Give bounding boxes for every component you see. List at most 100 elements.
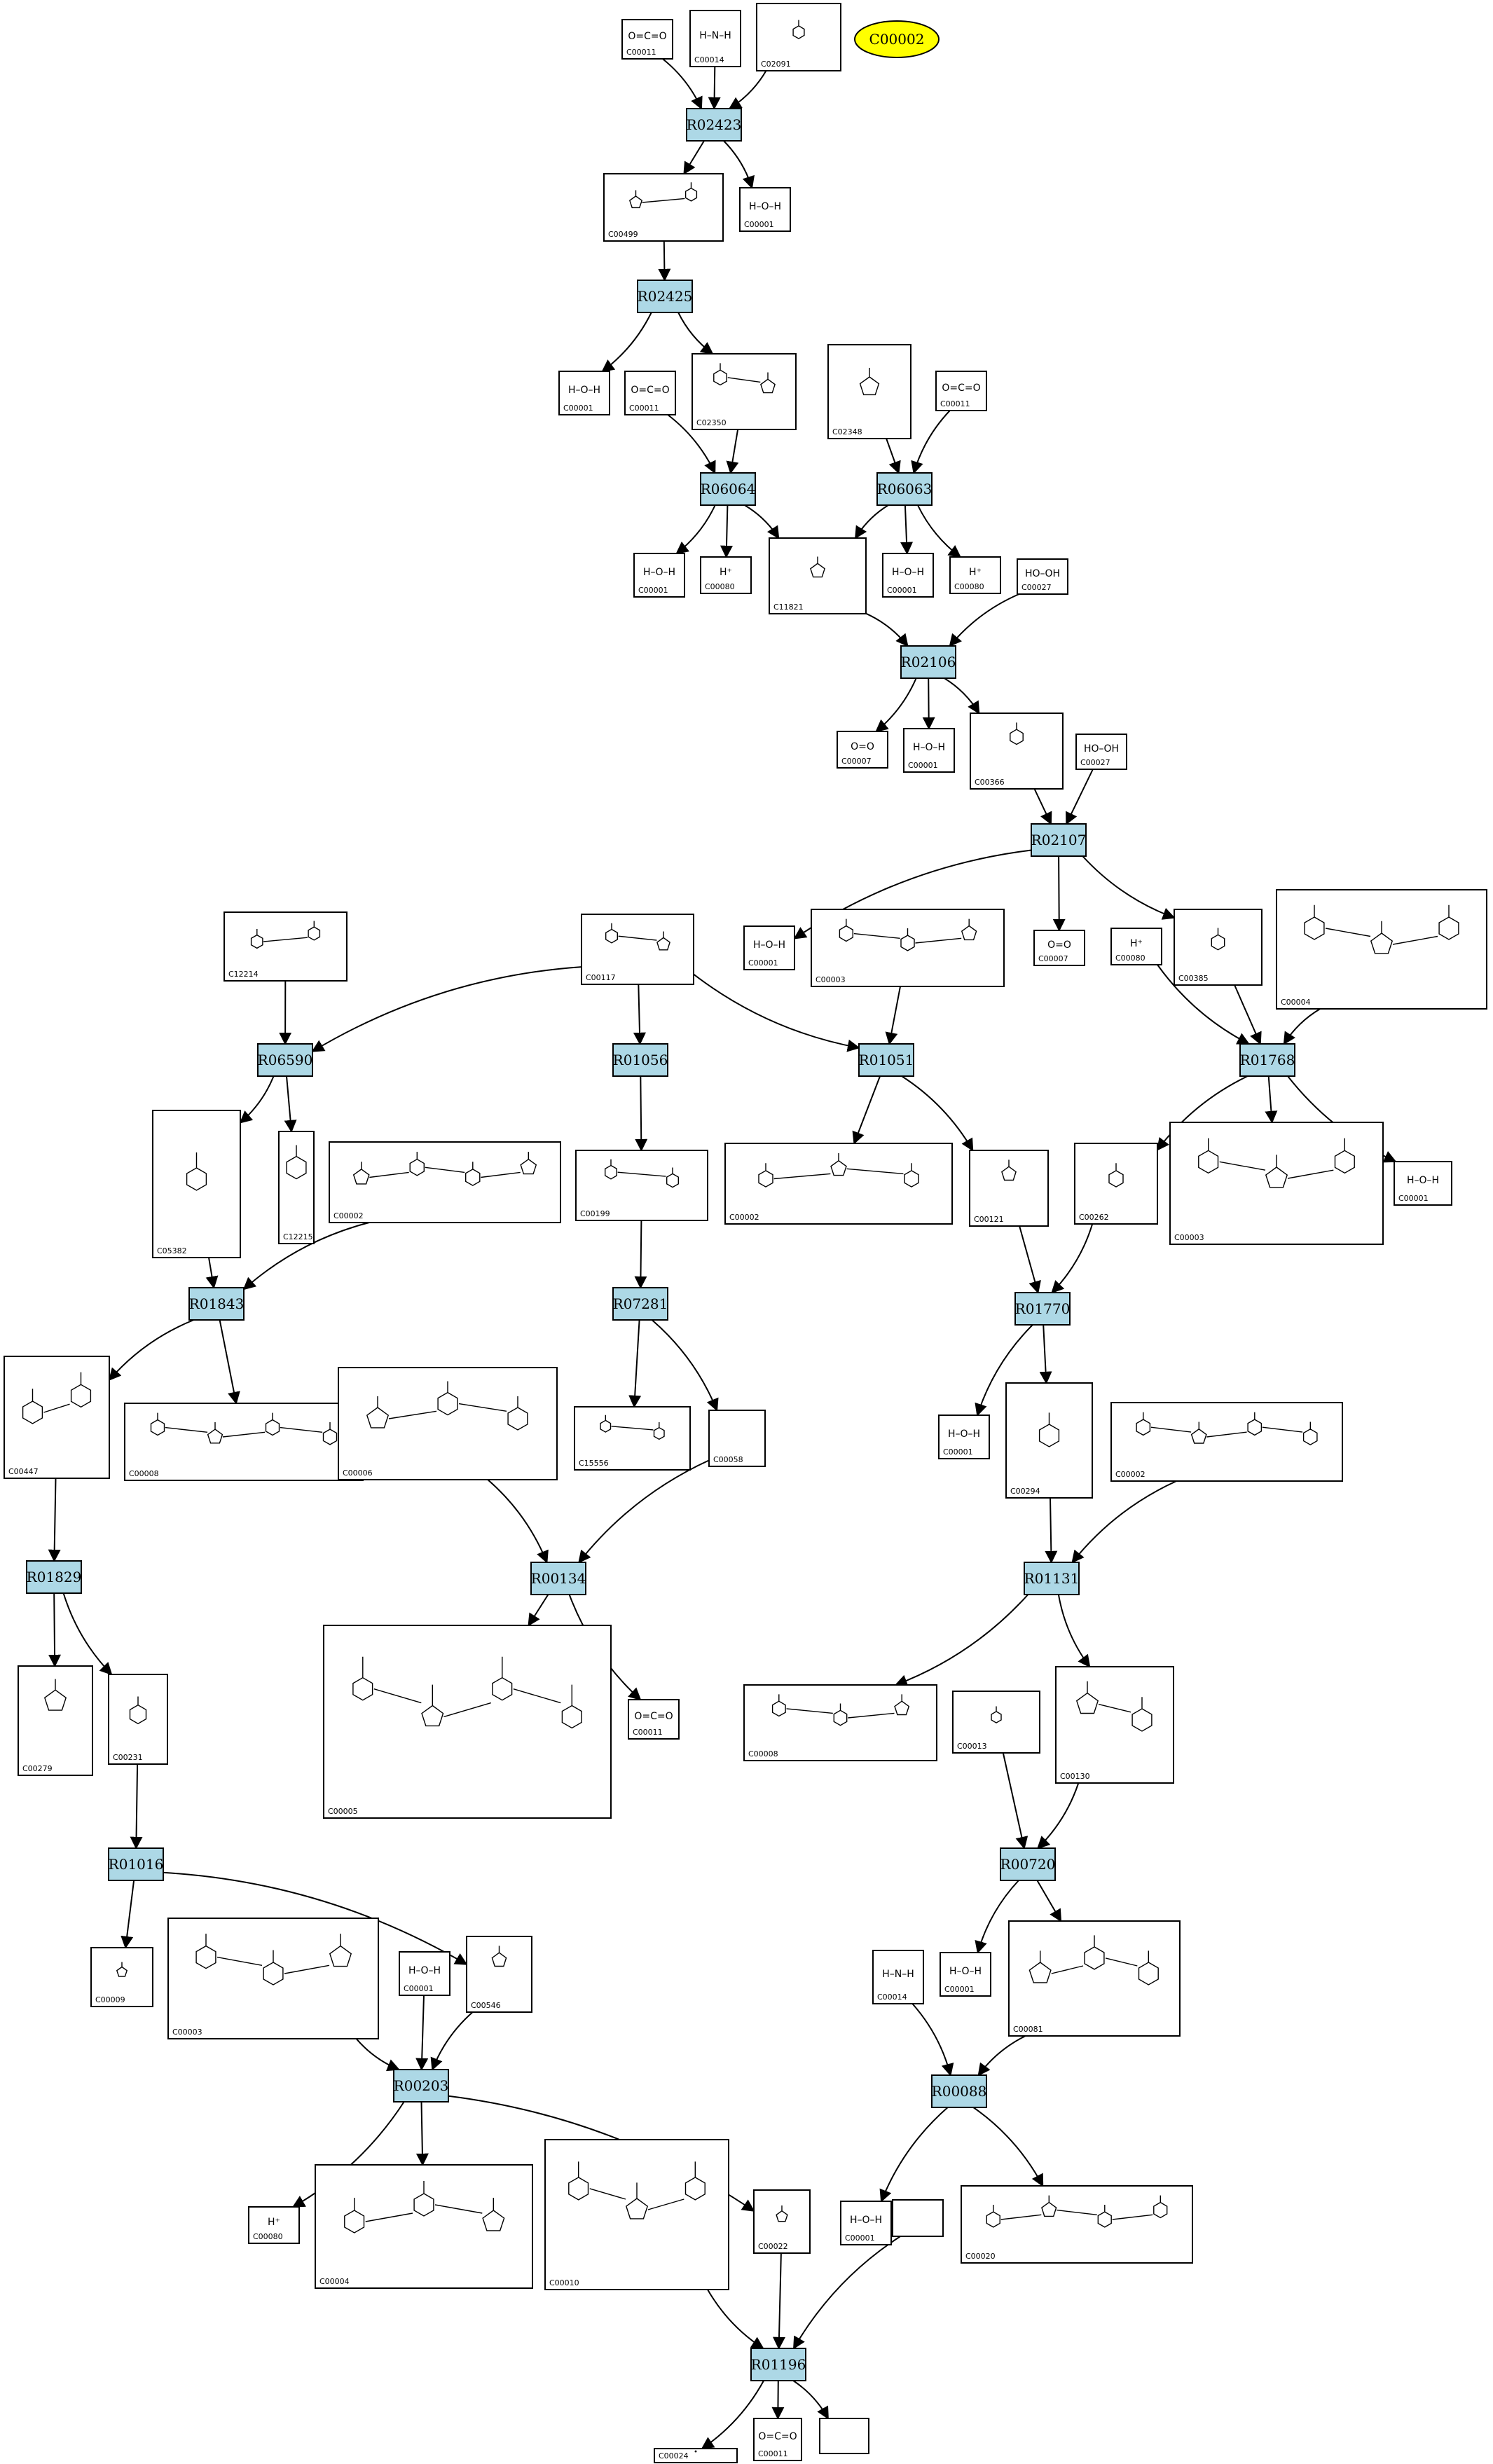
compound-C00058[interactable]: C00058 xyxy=(708,1410,766,1467)
compound-C00366[interactable]: C00366 xyxy=(970,713,1064,790)
reaction-R01016[interactable]: R01016 xyxy=(108,1847,164,1881)
compound-C02348[interactable]: C02348 xyxy=(827,344,911,439)
reaction-R02425[interactable]: R02425 xyxy=(637,280,693,313)
reaction-R00134[interactable]: R00134 xyxy=(530,1562,586,1595)
compound-C00003[interactable]: C00003 xyxy=(811,909,1005,987)
reaction-R01770[interactable]: R01770 xyxy=(1014,1292,1071,1326)
compound-C12215[interactable]: C12215 xyxy=(278,1131,315,1244)
compound-C00024[interactable]: C00024 xyxy=(654,2448,738,2463)
compound-C00013[interactable]: C00013 xyxy=(952,1691,1040,1754)
compound-C00008[interactable]: C00008 xyxy=(124,1403,364,1481)
compound-C00117[interactable]: C00117 xyxy=(581,914,694,985)
compound-C00006[interactable]: C00006 xyxy=(338,1367,558,1480)
edge-r02425-to-n_h2o_b xyxy=(601,312,652,373)
compound-C00004[interactable]: C00004 xyxy=(1276,889,1487,1010)
compound-C00009[interactable]: C00009 xyxy=(90,1947,153,2007)
compound-C00262[interactable]: C00262 xyxy=(1074,1143,1158,1225)
compound-C00020[interactable]: C00020 xyxy=(961,2185,1193,2264)
compound-C00080[interactable]: H⁺C00080 xyxy=(248,2206,300,2244)
compound-C02091[interactable]: C02091 xyxy=(756,3,841,71)
compound-id-label: C15556 xyxy=(579,1459,609,1468)
compound-C00002[interactable]: C00002 xyxy=(1110,1402,1343,1482)
compound-C00008[interactable]: C00008 xyxy=(743,1684,937,1761)
compound-formula: H–O–H xyxy=(753,940,785,951)
compound-C00022[interactable]: C00022 xyxy=(753,2189,811,2254)
compound-C00081[interactable]: C00081 xyxy=(1008,1920,1181,2037)
edge-n_co2_a-to-r02423 xyxy=(662,58,703,110)
reaction-R01829[interactable]: R01829 xyxy=(26,1560,82,1594)
compound-C00130[interactable]: C00130 xyxy=(1055,1666,1174,1784)
reaction-R02107[interactable]: R02107 xyxy=(1031,823,1087,857)
compound-C00010[interactable]: C00010 xyxy=(544,2139,729,2290)
compound-C12214[interactable]: C12214 xyxy=(223,911,348,982)
compound-id-label: C00366 xyxy=(975,778,1005,787)
query-compound-ellipse[interactable]: C00002 xyxy=(854,20,940,58)
compound-C00080[interactable]: H⁺C00080 xyxy=(700,556,752,594)
compound-C15556[interactable]: C15556 xyxy=(574,1406,691,1471)
compound-C00005[interactable]: C00005 xyxy=(323,1625,612,1819)
compound-blank[interactable] xyxy=(819,2418,869,2454)
reaction-R01131[interactable]: R01131 xyxy=(1024,1562,1080,1595)
compound-C00279[interactable]: C00279 xyxy=(18,1665,93,1776)
edge-n_h2o2_b-to-r02107 xyxy=(1066,769,1094,825)
compound-C05382[interactable]: C05382 xyxy=(152,1110,241,1258)
compound-blank[interactable] xyxy=(892,2199,944,2237)
compound-C00546[interactable]: C00546 xyxy=(466,1936,532,2013)
compound-C00002[interactable]: C00002 xyxy=(724,1143,953,1225)
compound-C00385[interactable]: C00385 xyxy=(1174,909,1262,986)
reaction-R06064[interactable]: R06064 xyxy=(700,472,756,506)
compound-C00080[interactable]: H⁺C00080 xyxy=(1110,928,1162,965)
compound-C00121[interactable]: C00121 xyxy=(969,1150,1049,1227)
reaction-R07281[interactable]: R07281 xyxy=(612,1287,668,1321)
compound-C00003[interactable]: C00003 xyxy=(1169,1122,1384,1245)
compound-C00499[interactable]: C00499 xyxy=(603,173,724,242)
compound-C11821[interactable]: C11821 xyxy=(769,537,867,614)
edge-r01051-to-n_c00121 xyxy=(901,1075,974,1152)
reaction-R06063[interactable]: R06063 xyxy=(876,472,933,506)
reaction-R01196[interactable]: R01196 xyxy=(750,2348,806,2381)
compound-C00004[interactable]: C00004 xyxy=(315,2164,533,2289)
reaction-R01843[interactable]: R01843 xyxy=(188,1287,245,1321)
reaction-R00088[interactable]: R00088 xyxy=(931,2074,987,2108)
compound-C02350[interactable]: C02350 xyxy=(692,353,797,430)
reaction-R00720[interactable]: R00720 xyxy=(1000,1847,1056,1881)
compound-C00002[interactable]: C00002 xyxy=(329,1141,561,1223)
compound-C00447[interactable]: C00447 xyxy=(4,1356,110,1479)
reaction-R01768[interactable]: R01768 xyxy=(1239,1043,1295,1077)
compound-formula: H–O–H xyxy=(948,1429,980,1440)
compound-C00294[interactable]: C00294 xyxy=(1005,1382,1093,1499)
reaction-R02423[interactable]: R02423 xyxy=(686,108,742,142)
compound-C00003[interactable]: C00003 xyxy=(167,1918,379,2039)
reaction-R00203[interactable]: R00203 xyxy=(393,2069,449,2102)
reaction-R01056[interactable]: R01056 xyxy=(612,1043,668,1077)
compound-C00080[interactable]: H⁺C00080 xyxy=(949,556,1001,594)
compound-C00199[interactable]: C00199 xyxy=(575,1150,708,1221)
compound-C00231[interactable]: C00231 xyxy=(108,1674,168,1765)
reaction-label: R02423 xyxy=(687,116,742,133)
reaction-R01051[interactable]: R01051 xyxy=(858,1043,914,1077)
reaction-R02106[interactable]: R02106 xyxy=(900,645,956,679)
reaction-R06590[interactable]: R06590 xyxy=(257,1043,313,1077)
